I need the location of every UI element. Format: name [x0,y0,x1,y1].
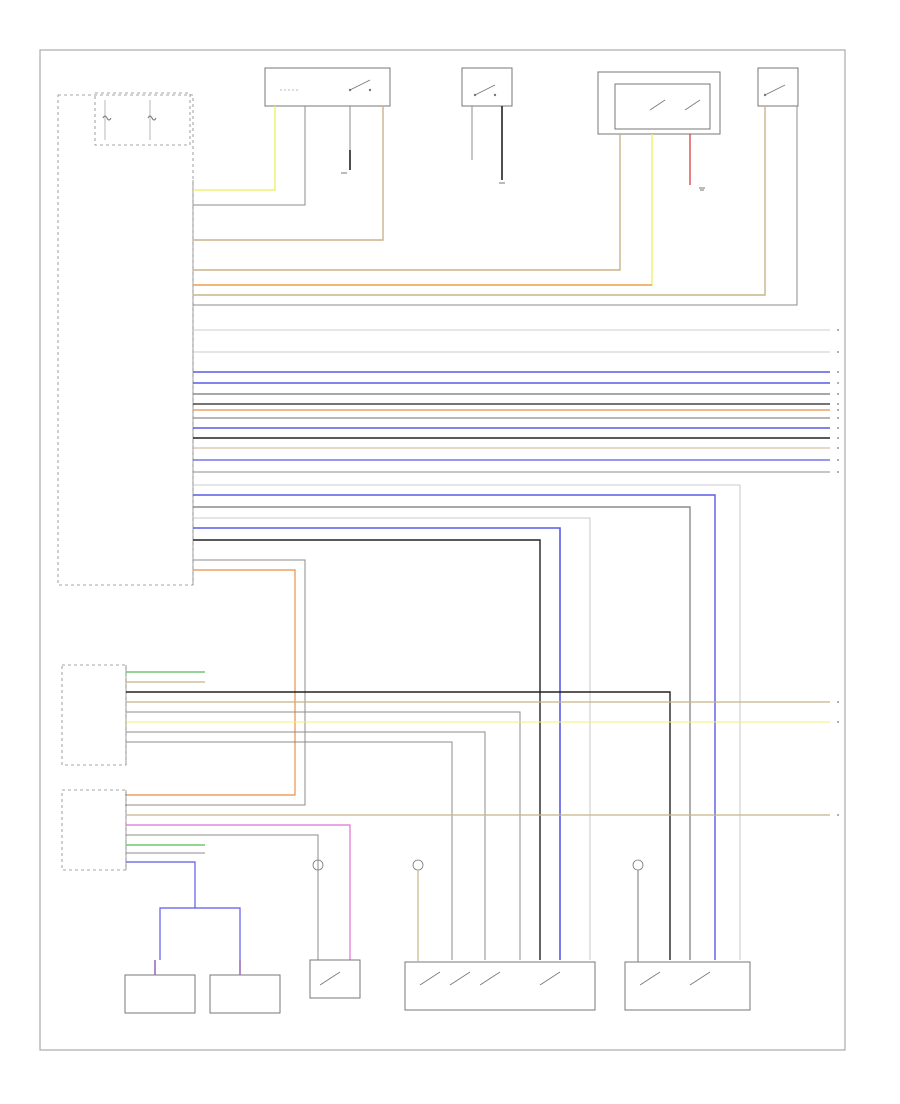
control-module-3 [61,789,127,871]
bus-to-door-wires [193,484,741,960]
diagram-frame [39,49,846,1051]
grey-wire-loop [125,559,306,806]
bottom-sensor-left [124,960,196,1014]
top-switch-1 [264,67,391,107]
module2-wires [126,671,830,960]
bottom-sensor-mid [209,960,281,1014]
top-switch-3 [597,71,721,135]
bottom-switch-small [309,959,361,999]
door-lock-module-right [624,961,751,1011]
control-module-main [57,94,194,586]
top-drop-wires [193,106,798,306]
fuse-block [94,92,191,146]
bus-wires [193,329,830,473]
lamp-drops [417,870,639,962]
orange-wire-loop [125,569,296,796]
ground-icons [341,172,705,191]
lamp-icons [312,859,644,871]
top-switch-4 [757,67,799,107]
right-connector-marks [837,329,839,816]
control-module-2 [61,664,127,766]
top-switch-2 [461,67,513,107]
module3-wires [126,814,830,960]
door-lock-module-left [404,961,596,1011]
